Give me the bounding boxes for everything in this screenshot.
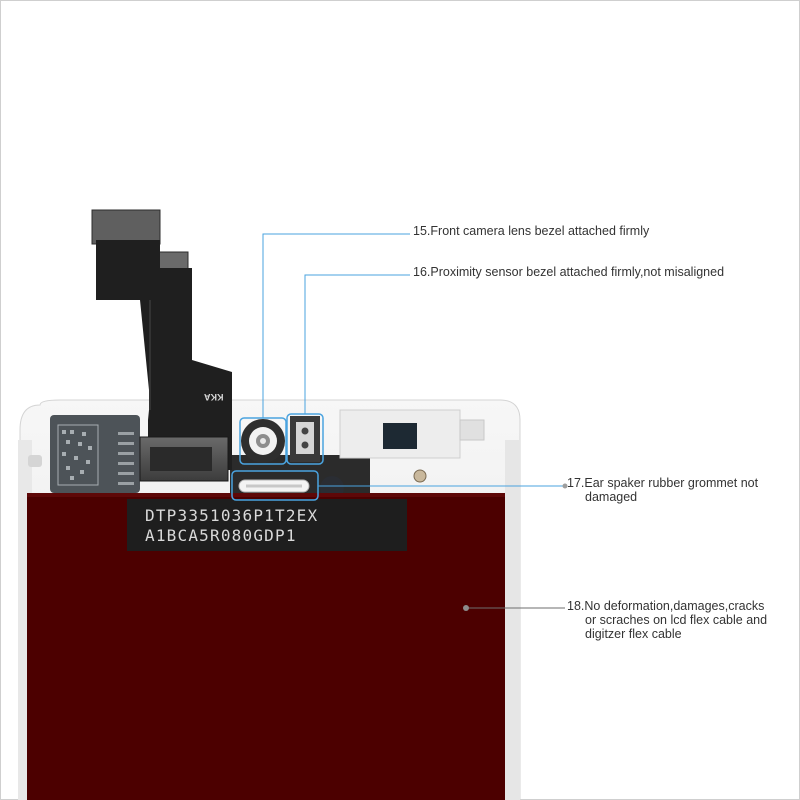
chip-text-line-2: A1BCA5R080GDP1 xyxy=(145,526,297,545)
proximity-sensor-dot-1 xyxy=(301,427,309,435)
callout-15: 15.Front camera lens bezel attached firm… xyxy=(413,224,649,238)
callout-dot-18 xyxy=(463,605,469,611)
callout-17-text-line-1: Ear spaker rubber grommet not xyxy=(584,476,759,490)
front-camera-glint xyxy=(260,438,266,444)
right-sensor-window xyxy=(383,423,417,449)
frame-clip-left xyxy=(28,455,42,467)
callout-16-text: Proximity sensor bezel attached firmly,n… xyxy=(430,265,725,279)
frame-clip-right xyxy=(459,419,485,441)
callout-18-text-line-2: or scraches on lcd flex cable and xyxy=(585,613,768,627)
callout-17: 17.Ear spaker rubber grommet not damaged xyxy=(567,476,758,504)
callout-dot-17 xyxy=(562,483,568,489)
chip-text-line-1: DTP3351036P1T2EX xyxy=(145,506,319,525)
callout-18-text-line-3: digitzer flex cable xyxy=(585,627,682,641)
screw-hole xyxy=(413,469,427,483)
flex-cable xyxy=(96,240,232,470)
flex-connector-top-1 xyxy=(91,209,161,245)
callout-17-number: 17. xyxy=(567,476,585,490)
frame-side-right xyxy=(505,440,520,800)
callout-15-number: 15. xyxy=(413,224,431,238)
sticker-small-text xyxy=(118,432,134,485)
callout-17-text-line-2: damaged xyxy=(585,490,638,504)
flex-connector-core xyxy=(150,447,212,471)
callout-18: 18.No deformation,damages,cracks or scra… xyxy=(567,599,767,641)
callout-15-text: Front camera lens bezel attached firmly xyxy=(430,224,650,238)
callout-16: 16.Proximity sensor bezel attached firml… xyxy=(413,265,724,279)
proximity-sensor-dot-2 xyxy=(301,441,309,449)
callout-18-number: 18. xyxy=(567,599,585,613)
callout-16-number: 16. xyxy=(413,265,431,279)
proximity-sensor-bezel xyxy=(296,422,314,454)
barcode-sticker xyxy=(50,415,140,493)
lcd-chip-label xyxy=(127,499,407,551)
flex-cable-label: KKA xyxy=(204,392,224,402)
datamatrix-code xyxy=(57,424,99,486)
callout-18-text-line-1: No deformation,damages,cracks xyxy=(584,599,765,613)
lcd-top-strip xyxy=(27,493,505,497)
callout-line-15 xyxy=(262,233,410,418)
callout-line-16 xyxy=(304,274,410,414)
